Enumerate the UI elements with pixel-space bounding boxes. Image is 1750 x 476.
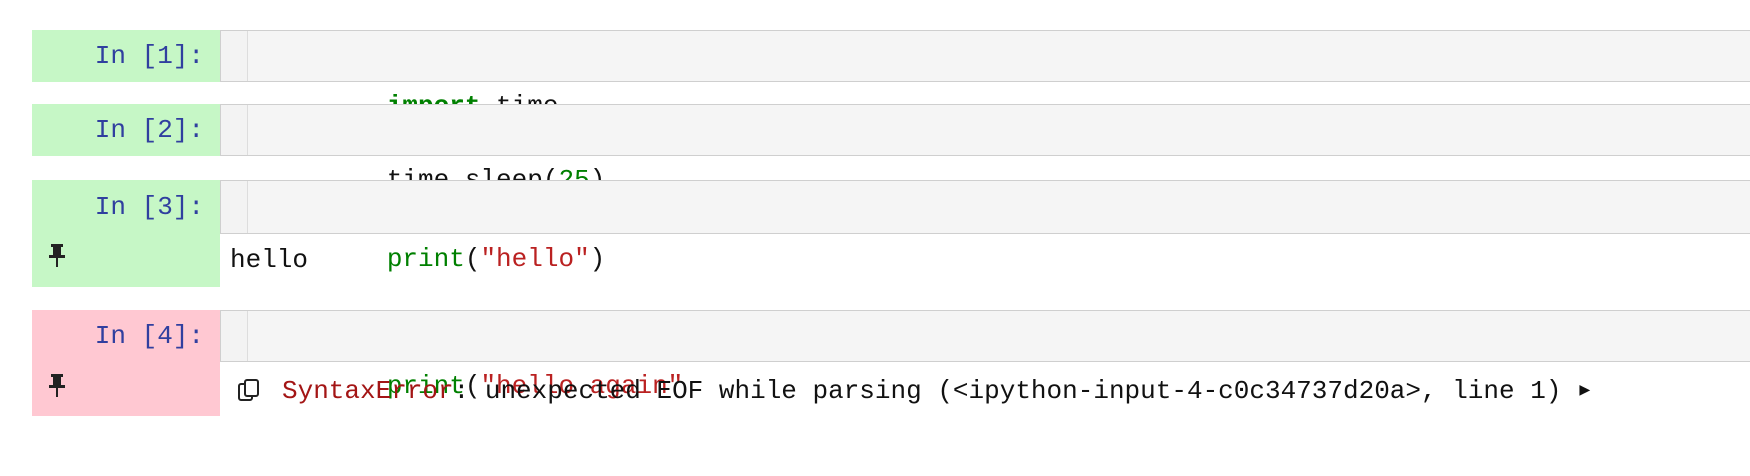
- cell-4-prompt: In [4]:: [94, 321, 204, 351]
- cell-1-editor[interactable]: import time: [220, 30, 1750, 121]
- cell-1-prompt: In [1]:: [94, 41, 204, 71]
- cell-2-status-gutter: [32, 104, 220, 156]
- cell-3-code[interactable]: print("hello"): [262, 181, 605, 274]
- cell-4-line-gutter: [221, 311, 248, 361]
- cell-3-line-gutter: [221, 181, 248, 233]
- error-message: : unexpected EOF while parsing (<ipython…: [453, 376, 1562, 406]
- code-cell-1[interactable]: In [1]: import time: [32, 30, 1750, 121]
- error-name: SyntaxError: [282, 376, 454, 406]
- cell-3-status-gutter: [32, 180, 220, 287]
- stream-output: hello: [230, 245, 309, 275]
- code-token: (: [464, 244, 481, 274]
- cell-3-editor[interactable]: print("hello"): [220, 180, 1750, 274]
- cell-2-prompt: In [2]:: [94, 115, 204, 145]
- cell-1-status-gutter: [32, 30, 220, 82]
- cell-3-output: hello: [220, 234, 1750, 287]
- code-cell-2[interactable]: In [2]: time.sleep(25): [32, 104, 1750, 195]
- string-token: "hello again": [480, 371, 684, 401]
- builtin-token: print: [386, 244, 465, 274]
- pin-icon[interactable]: [46, 242, 68, 268]
- caret-right-icon[interactable]: ▶: [1579, 381, 1591, 401]
- builtin-token: print: [386, 371, 465, 401]
- cell-4-editor[interactable]: print("hello again": [220, 310, 1750, 401]
- cell-4-error-output: SyntaxError: unexpected EOF while parsin…: [220, 362, 1750, 416]
- cell-2-line-gutter: [221, 105, 248, 155]
- code-cell-4[interactable]: In [4]: print("hello again" SyntaxError:…: [32, 310, 1750, 416]
- pin-icon[interactable]: [46, 372, 68, 398]
- cell-2-code[interactable]: time.sleep(25): [262, 105, 605, 195]
- cell-2-editor[interactable]: time.sleep(25): [220, 104, 1750, 195]
- code-token: ): [589, 244, 606, 274]
- code-cell-3[interactable]: In [3]: print("hello") hello: [32, 180, 1750, 287]
- cell-1-code[interactable]: import time: [262, 31, 559, 121]
- code-token: (: [464, 371, 481, 401]
- cell-4-code[interactable]: print("hello again": [262, 311, 683, 401]
- error-line: SyntaxError: unexpected EOF while parsin…: [236, 362, 1590, 420]
- string-token: "hello": [480, 244, 590, 274]
- cell-4-error-gutter: [32, 310, 220, 416]
- copy-icon[interactable]: [236, 378, 262, 404]
- cell-3-prompt: In [3]:: [94, 192, 204, 222]
- cell-1-line-gutter: [221, 31, 248, 81]
